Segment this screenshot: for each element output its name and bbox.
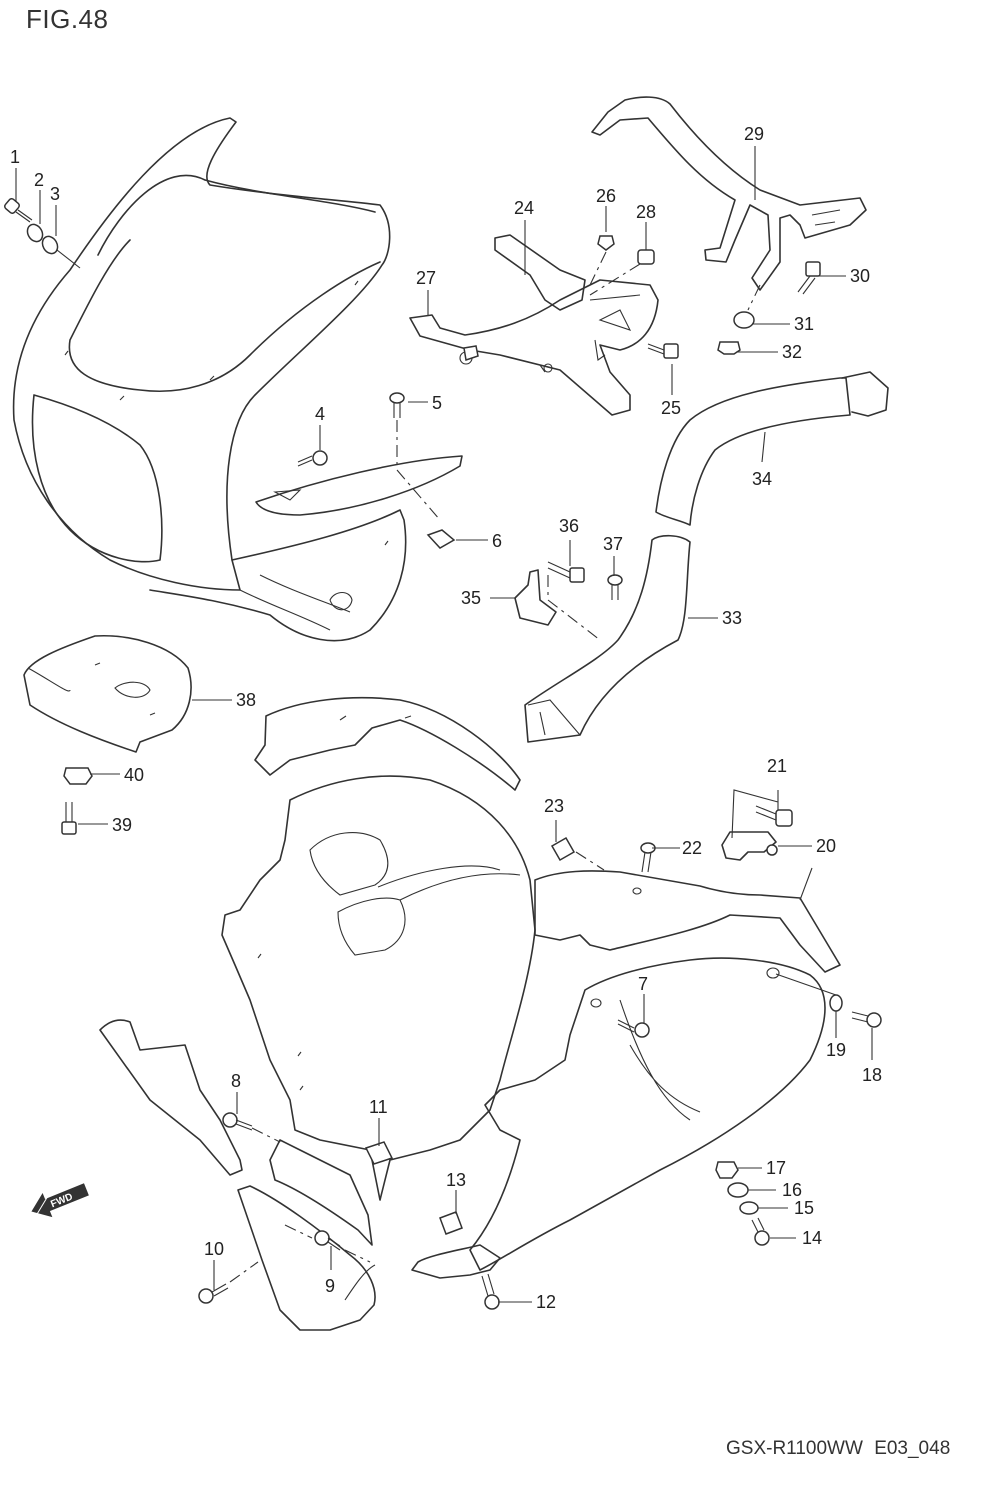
- callout-28: 28: [636, 202, 656, 222]
- callout-4: 4: [315, 404, 325, 424]
- nut-28[interactable]: [637, 249, 655, 265]
- clip-13[interactable]: [439, 1211, 463, 1235]
- model-code: GSX-R1100WW: [726, 1438, 863, 1459]
- callout-8: 8: [231, 1071, 241, 1091]
- figure-footer: GSX-R1100WW E03_048: [726, 1438, 950, 1460]
- cowling-bracket[interactable]: [409, 234, 659, 416]
- side-cowl-left[interactable]: [221, 775, 536, 1201]
- under-cowl-front[interactable]: [99, 1019, 243, 1176]
- grommet-32[interactable]: [717, 341, 741, 355]
- washer-19[interactable]: [829, 994, 843, 1012]
- screw-1[interactable]: [4, 198, 33, 223]
- bolt-21[interactable]: [755, 805, 793, 827]
- inner-panel[interactable]: [255, 455, 463, 516]
- clip-27[interactable]: [463, 345, 479, 361]
- callout-20: 20: [816, 836, 836, 856]
- screw-18[interactable]: [851, 1011, 882, 1028]
- figure-title: FIG.48: [26, 4, 109, 34]
- callout-labels: 1 2 3 4 5 6 7 8 9 10 11 12 13 14 15 16 1…: [10, 124, 882, 1312]
- callout-7: 7: [638, 974, 648, 994]
- callout-21: 21: [767, 756, 787, 776]
- screw-10[interactable]: [198, 1283, 229, 1304]
- bolt-30[interactable]: [797, 261, 821, 295]
- fwd-label: FWD: [49, 1192, 74, 1211]
- bracket-35[interactable]: [514, 569, 557, 626]
- callout-32: 32: [782, 342, 802, 362]
- callout-10: 10: [204, 1239, 224, 1259]
- leader-lines: [15, 146, 873, 1303]
- screw-22[interactable]: [640, 842, 656, 873]
- side-cowl-right[interactable]: [469, 870, 841, 1271]
- callout-27: 27: [416, 268, 436, 288]
- callout-22: 22: [682, 838, 702, 858]
- callout-6: 6: [492, 531, 502, 551]
- callout-38: 38: [236, 690, 256, 710]
- chin-spoiler[interactable]: [237, 1139, 376, 1331]
- bracket-20[interactable]: [721, 831, 777, 861]
- air-duct-upper[interactable]: [655, 371, 889, 526]
- screw-4[interactable]: [297, 450, 328, 467]
- bolt-39[interactable]: [61, 802, 77, 835]
- screw-5[interactable]: [389, 392, 405, 418]
- callout-39: 39: [112, 815, 132, 835]
- callout-12: 12: [536, 1292, 556, 1312]
- callout-5: 5: [432, 393, 442, 413]
- callout-18: 18: [862, 1065, 882, 1085]
- callout-16: 16: [782, 1180, 802, 1200]
- screw-12[interactable]: [481, 1273, 500, 1310]
- stay-bracket[interactable]: [591, 96, 867, 291]
- callout-13: 13: [446, 1170, 466, 1190]
- callout-2: 2: [34, 170, 44, 190]
- nut-31[interactable]: [733, 311, 755, 329]
- washer-2[interactable]: [24, 222, 45, 245]
- washer-15[interactable]: [739, 1201, 759, 1215]
- callout-19: 19: [826, 1040, 846, 1060]
- callout-23: 23: [544, 796, 564, 816]
- callout-40: 40: [124, 765, 144, 785]
- grommet-3[interactable]: [39, 234, 60, 257]
- callout-35: 35: [461, 588, 481, 608]
- clip-11[interactable]: [364, 1141, 394, 1165]
- callout-11: 11: [369, 1097, 388, 1117]
- screw-9[interactable]: [314, 1230, 341, 1251]
- figure-code: E03_048: [874, 1438, 951, 1459]
- bolt-25[interactable]: [647, 343, 679, 359]
- callout-31: 31: [794, 314, 814, 334]
- callout-34: 34: [752, 469, 772, 489]
- callout-30: 30: [850, 266, 870, 286]
- upper-cowling[interactable]: [12, 117, 407, 642]
- callout-25: 25: [661, 398, 681, 418]
- grommet-20: [766, 844, 778, 856]
- nut-26[interactable]: [597, 235, 615, 251]
- under-cowl-rear[interactable]: [411, 1244, 501, 1279]
- callout-17: 17: [766, 1158, 786, 1178]
- panel-38[interactable]: [23, 634, 192, 753]
- callout-37: 37: [603, 534, 623, 554]
- screw-8[interactable]: [222, 1112, 253, 1131]
- screw-14[interactable]: [751, 1217, 770, 1246]
- bolt-36[interactable]: [547, 561, 585, 583]
- callout-1: 1: [10, 147, 20, 167]
- air-duct-lower[interactable]: [524, 534, 691, 743]
- screw-37[interactable]: [607, 574, 623, 600]
- callout-15: 15: [794, 1198, 814, 1218]
- screw-7[interactable]: [617, 1019, 650, 1038]
- lower-cowl-upper-piece[interactable]: [254, 696, 521, 791]
- fwd-arrow-icon: FWD: [31, 1183, 89, 1218]
- callout-26: 26: [596, 186, 616, 206]
- callout-3: 3: [50, 184, 60, 204]
- clip-23[interactable]: [550, 836, 576, 862]
- callout-33: 33: [722, 608, 742, 628]
- callout-29: 29: [744, 124, 764, 144]
- callout-24: 24: [514, 198, 534, 218]
- callout-9: 9: [325, 1276, 335, 1296]
- nut-16[interactable]: [727, 1182, 749, 1198]
- grommet-17[interactable]: [715, 1161, 739, 1179]
- callout-14: 14: [802, 1228, 822, 1248]
- callout-36: 36: [559, 516, 579, 536]
- grommet-40[interactable]: [63, 767, 93, 785]
- clip-6[interactable]: [426, 529, 456, 549]
